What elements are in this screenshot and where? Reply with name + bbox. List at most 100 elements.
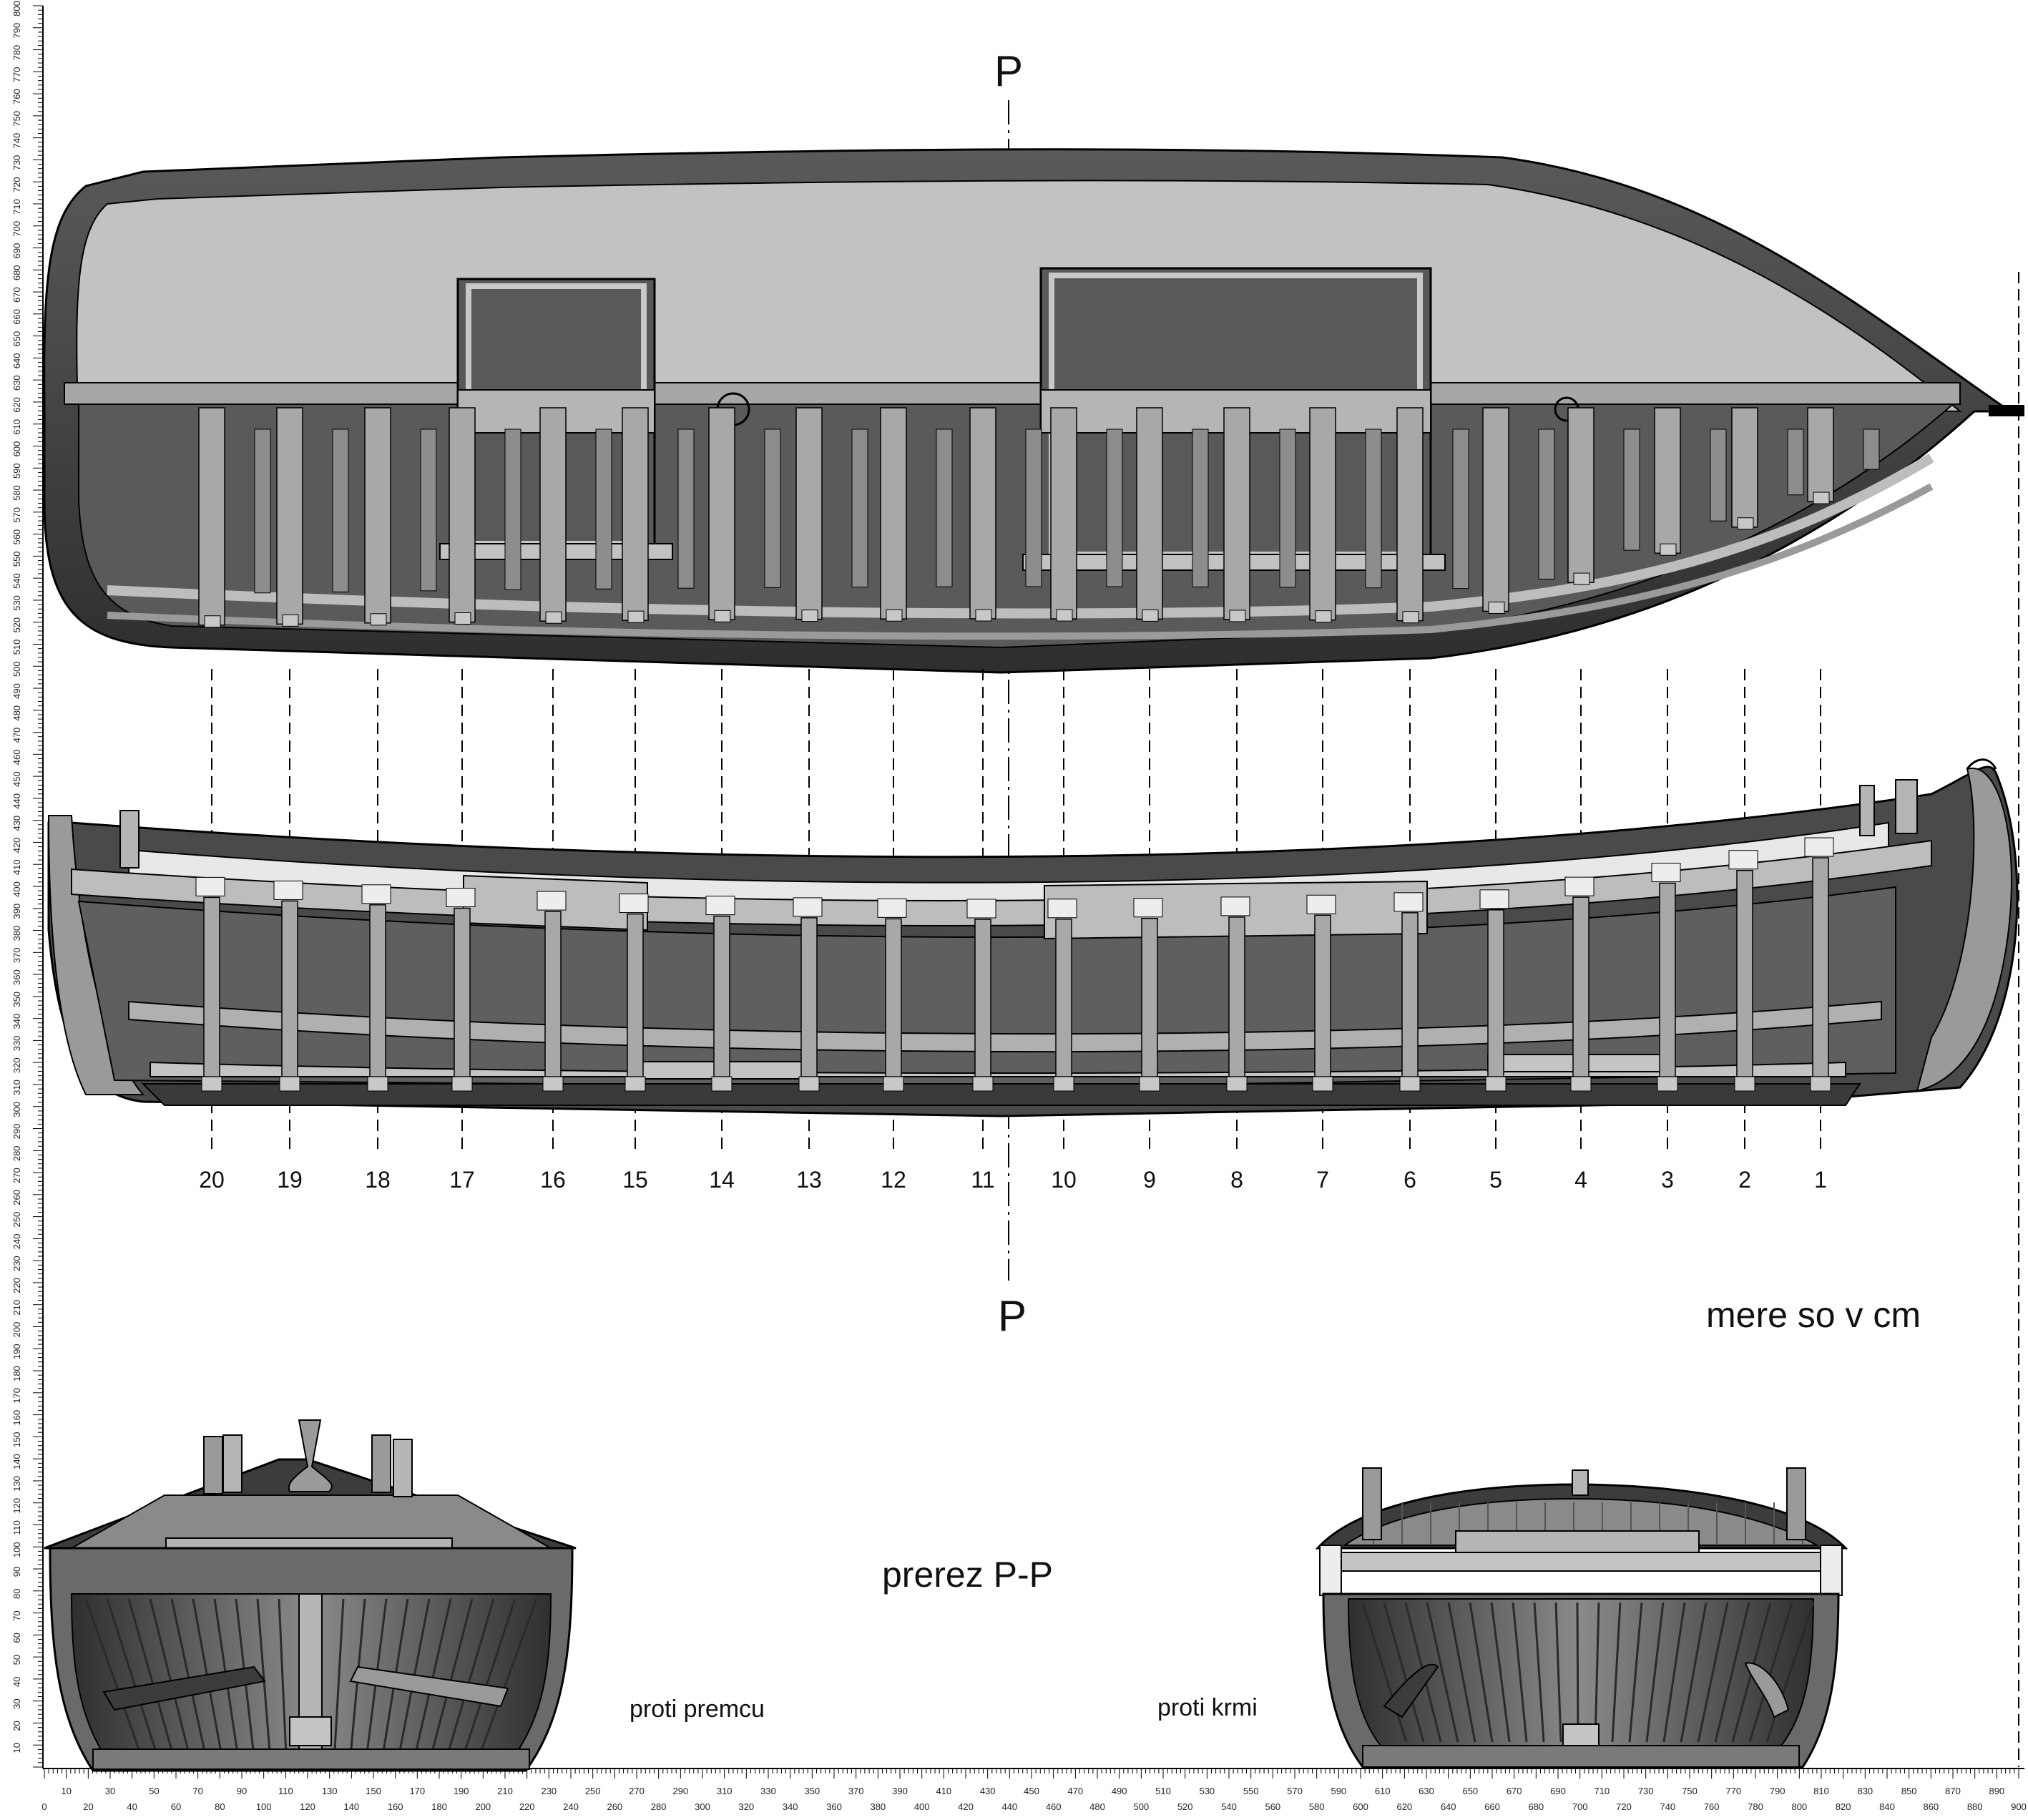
h-ruler-tick-label: 580 — [1309, 1801, 1325, 1812]
v-ruler-tick-label: 210 — [11, 1300, 22, 1316]
frame-number-10: 10 — [1051, 1167, 1077, 1193]
v-ruler-tick-label: 440 — [11, 793, 22, 809]
v-ruler-tick-label: 200 — [11, 1322, 22, 1338]
v-ruler-tick-label: 490 — [11, 683, 22, 699]
section-marker-top: P — [994, 47, 1023, 95]
v-ruler-tick-label: 30 — [11, 1698, 22, 1708]
v-ruler-tick-label: 150 — [11, 1432, 22, 1448]
h-ruler-tick-label: 90 — [237, 1786, 247, 1796]
frame-number-12: 12 — [881, 1167, 906, 1193]
v-ruler-tick-label: 90 — [11, 1567, 22, 1577]
cross-section-bow-view — [44, 1419, 577, 1772]
v-ruler-tick-label: 610 — [11, 419, 22, 435]
h-ruler-tick-label: 0 — [41, 1801, 46, 1812]
v-ruler-tick-label: 780 — [11, 45, 22, 61]
h-ruler-tick-label: 450 — [1024, 1786, 1039, 1796]
frame-number-16: 16 — [540, 1167, 566, 1193]
h-ruler-tick-label: 840 — [1879, 1801, 1895, 1812]
cross-section-stern-view — [1315, 1467, 1848, 1768]
h-ruler-tick-label: 880 — [1967, 1801, 1983, 1812]
h-ruler-tick-label: 660 — [1484, 1801, 1500, 1812]
h-ruler-tick-label: 530 — [1199, 1786, 1215, 1796]
horizontal-ruler: 0102030405060708090100110120130140150160… — [41, 1768, 2027, 1812]
h-ruler-tick-label: 750 — [1682, 1786, 1698, 1796]
h-ruler-tick-label: 820 — [1836, 1801, 1851, 1812]
frame-number-9: 9 — [1143, 1167, 1156, 1193]
h-ruler-tick-label: 60 — [171, 1801, 181, 1812]
h-ruler-tick-label: 40 — [127, 1801, 137, 1812]
h-ruler-tick-label: 20 — [83, 1801, 93, 1812]
v-ruler-tick-label: 550 — [11, 552, 22, 567]
h-ruler-tick-label: 270 — [629, 1786, 645, 1796]
h-ruler-tick-label: 120 — [300, 1801, 315, 1812]
h-ruler-tick-label: 710 — [1594, 1786, 1610, 1796]
h-ruler-tick-label: 140 — [343, 1801, 359, 1812]
frame-number-15: 15 — [622, 1167, 648, 1193]
h-ruler-tick-label: 640 — [1441, 1801, 1456, 1812]
v-ruler-tick-label: 430 — [11, 816, 22, 831]
v-ruler-tick-label: 260 — [11, 1190, 22, 1205]
v-ruler-tick-label: 140 — [11, 1454, 22, 1469]
h-ruler-tick-label: 330 — [760, 1786, 776, 1796]
v-ruler-tick-label: 580 — [11, 485, 22, 501]
v-ruler-tick-label: 640 — [11, 353, 22, 369]
frame-number-17: 17 — [449, 1167, 475, 1193]
h-ruler-tick-label: 370 — [848, 1786, 864, 1796]
v-ruler-tick-label: 40 — [11, 1677, 22, 1687]
v-ruler-tick-label: 20 — [11, 1721, 22, 1731]
v-ruler-tick-label: 400 — [11, 881, 22, 897]
v-ruler-tick-label: 180 — [11, 1366, 22, 1381]
v-ruler-tick-label: 70 — [11, 1610, 22, 1620]
v-ruler-tick-label: 560 — [11, 529, 22, 545]
h-ruler-tick-label: 300 — [695, 1801, 710, 1812]
v-ruler-tick-label: 800 — [11, 1, 22, 16]
v-ruler-tick-label: 590 — [11, 463, 22, 479]
v-ruler-tick-label: 230 — [11, 1256, 22, 1271]
v-ruler-tick-label: 630 — [11, 375, 22, 391]
frame-number-18: 18 — [365, 1167, 391, 1193]
frame-number-5: 5 — [1489, 1167, 1502, 1193]
v-ruler-tick-label: 390 — [11, 904, 22, 919]
v-ruler-tick-label: 10 — [11, 1743, 22, 1753]
h-ruler-tick-label: 130 — [322, 1786, 338, 1796]
h-ruler-tick-label: 570 — [1287, 1786, 1303, 1796]
h-ruler-tick-label: 280 — [651, 1801, 667, 1812]
v-ruler-tick-label: 620 — [11, 397, 22, 413]
v-ruler-tick-label: 130 — [11, 1476, 22, 1492]
h-ruler-tick-label: 780 — [1748, 1801, 1763, 1812]
frame-number-13: 13 — [796, 1167, 822, 1193]
h-ruler-tick-label: 630 — [1419, 1786, 1434, 1796]
h-ruler-tick-label: 690 — [1550, 1786, 1566, 1796]
h-ruler-tick-label: 680 — [1528, 1801, 1544, 1812]
h-ruler-tick-label: 830 — [1857, 1786, 1873, 1796]
frame-number-4: 4 — [1574, 1167, 1587, 1193]
v-ruler-tick-label: 170 — [11, 1388, 22, 1404]
h-ruler-tick-label: 900 — [2011, 1801, 2027, 1812]
v-ruler-tick-label: 740 — [11, 133, 22, 149]
v-ruler-tick-label: 310 — [11, 1080, 22, 1095]
h-ruler-tick-label: 890 — [1989, 1786, 2004, 1796]
v-ruler-tick-label: 370 — [11, 947, 22, 963]
v-ruler-tick-label: 670 — [11, 287, 22, 303]
v-ruler-tick-label: 720 — [11, 177, 22, 192]
frame-number-2: 2 — [1738, 1167, 1751, 1193]
v-ruler-tick-label: 50 — [11, 1655, 22, 1665]
v-ruler-tick-label: 330 — [11, 1036, 22, 1052]
h-ruler-tick-label: 420 — [958, 1801, 974, 1812]
h-ruler-tick-label: 610 — [1375, 1786, 1391, 1796]
h-ruler-tick-label: 80 — [215, 1801, 225, 1812]
frame-number-11: 11 — [971, 1167, 994, 1193]
h-ruler-tick-label: 170 — [409, 1786, 425, 1796]
h-ruler-tick-label: 110 — [278, 1786, 293, 1796]
h-ruler-tick-label: 220 — [519, 1801, 535, 1812]
units-note: mere so v cm — [1706, 1295, 1921, 1335]
h-ruler-tick-label: 470 — [1067, 1786, 1083, 1796]
v-ruler-tick-label: 470 — [11, 728, 22, 743]
h-ruler-tick-label: 560 — [1265, 1801, 1280, 1812]
v-ruler-tick-label: 280 — [11, 1145, 22, 1161]
v-ruler-tick-label: 710 — [11, 199, 22, 215]
frame-number-6: 6 — [1404, 1167, 1416, 1193]
h-ruler-tick-label: 590 — [1331, 1786, 1346, 1796]
